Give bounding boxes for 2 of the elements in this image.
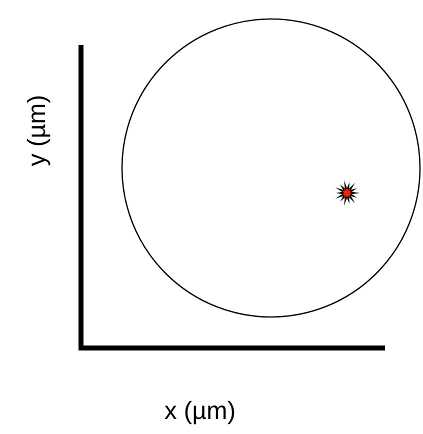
- y-axis-label: y (µm): [26, 94, 50, 166]
- x-axis-label: x (µm): [164, 398, 236, 424]
